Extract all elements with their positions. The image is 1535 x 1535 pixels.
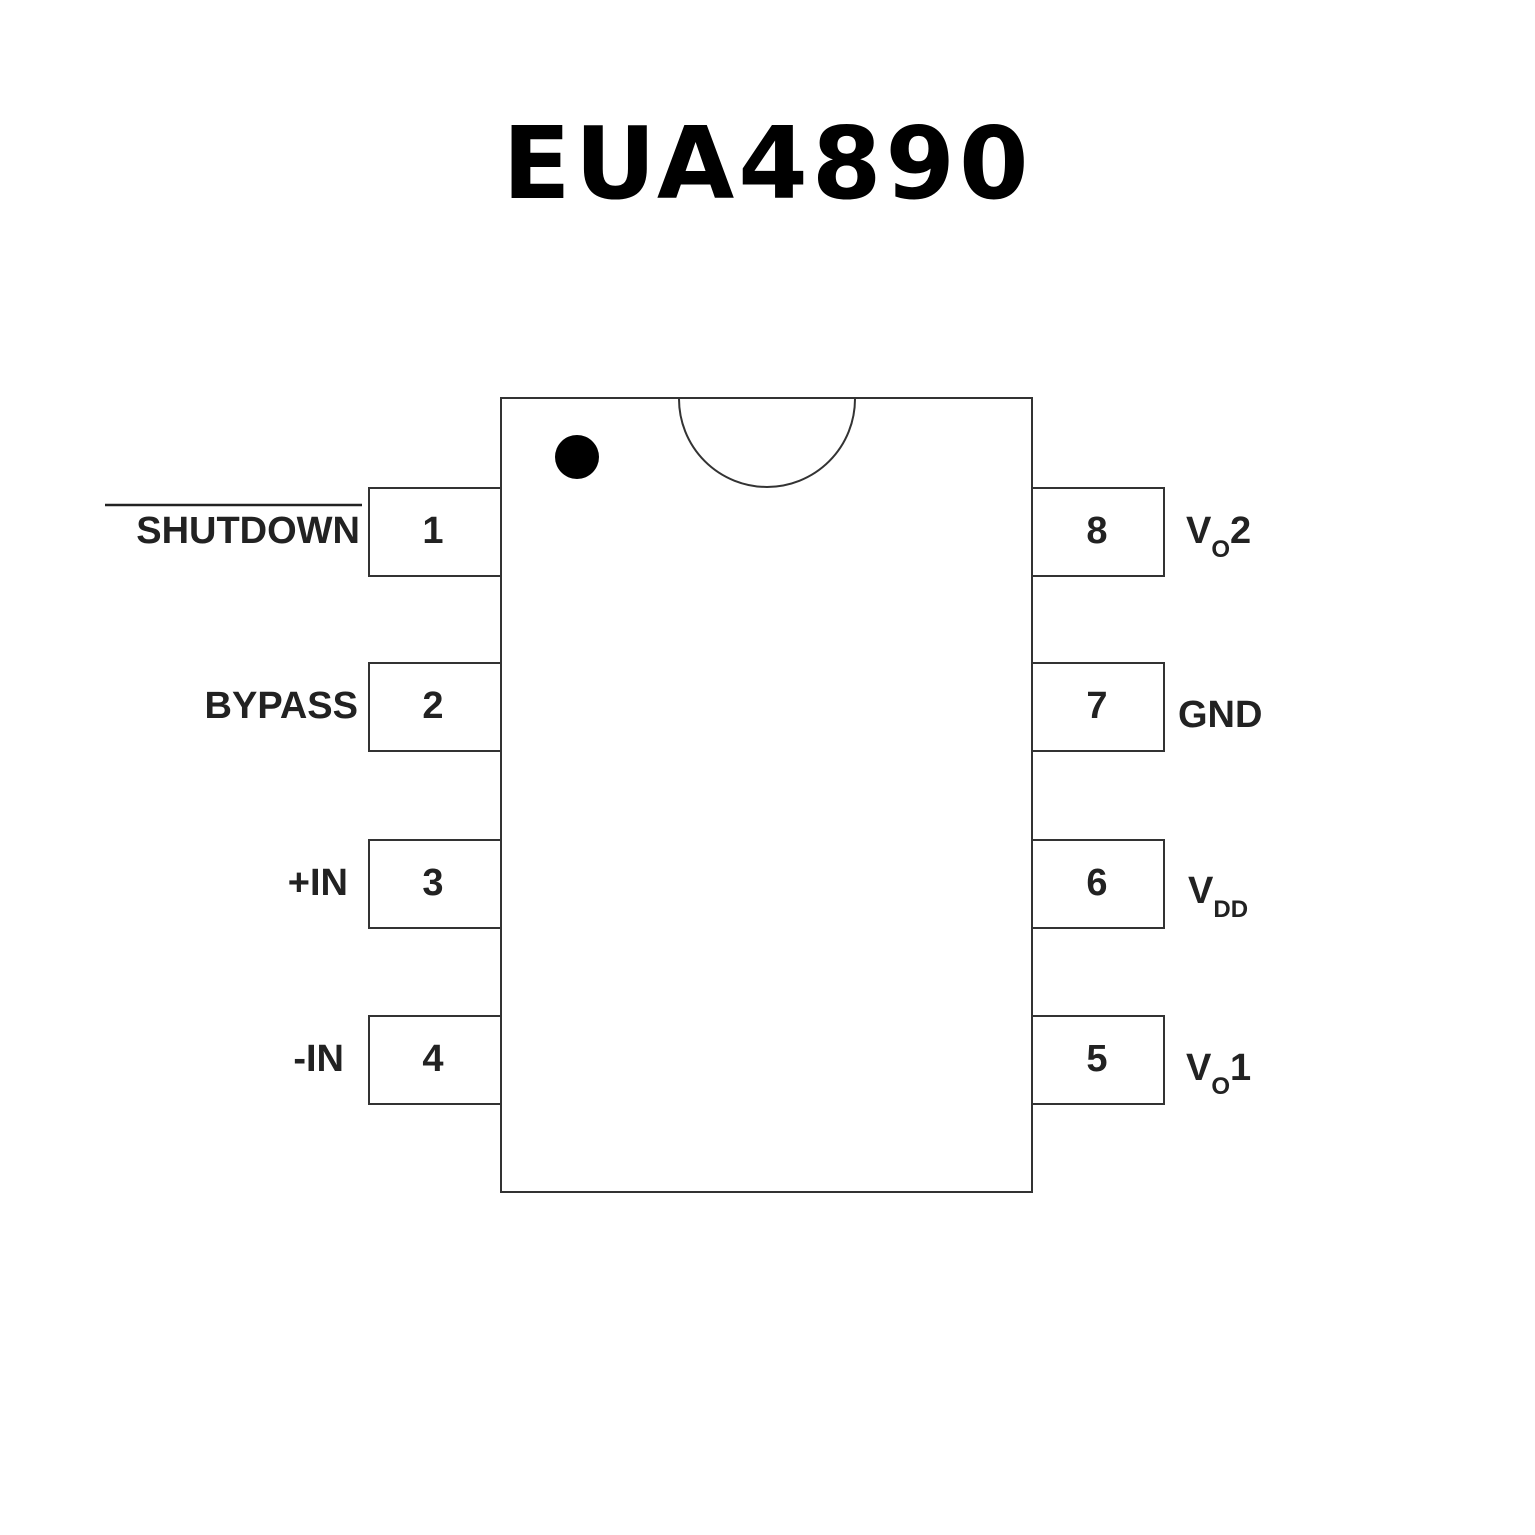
pin-number: 2 (422, 685, 443, 727)
pin-label: VO1 (1186, 1047, 1251, 1100)
pin-label: VO2 (1186, 510, 1251, 563)
pin-number: 7 (1086, 685, 1107, 727)
ic-body (500, 397, 1033, 1193)
pin-label: -IN (293, 1038, 344, 1080)
pin-label: +IN (288, 862, 348, 904)
pin-8: 8 VO2 (1031, 487, 1251, 577)
pin-1: 1 SHUTDOWN (105, 487, 502, 577)
pin-number: 3 (422, 862, 443, 904)
pin-number: 6 (1086, 862, 1107, 904)
pin-label: VDD (1188, 870, 1248, 923)
pin-label: SHUTDOWN (136, 510, 360, 552)
pin-7: 7 GND (1031, 662, 1262, 752)
pin-2: 2 BYPASS (205, 662, 502, 752)
pin-5: 5 VO1 (1031, 1015, 1251, 1105)
pin-number: 8 (1086, 510, 1107, 552)
pin-label: BYPASS (205, 685, 358, 727)
pin-label: GND (1178, 694, 1262, 736)
pin-number: 4 (422, 1038, 443, 1080)
pin-3: 3 +IN (288, 839, 502, 929)
pin-4: 4 -IN (293, 1015, 502, 1105)
pin-number: 5 (1086, 1038, 1107, 1080)
pin1-indicator-dot (555, 435, 599, 479)
pin-number: 1 (422, 510, 443, 552)
chip-title: EUA4890 (502, 105, 1033, 222)
orientation-notch (678, 398, 856, 488)
pin-6: 6 VDD (1031, 839, 1248, 929)
